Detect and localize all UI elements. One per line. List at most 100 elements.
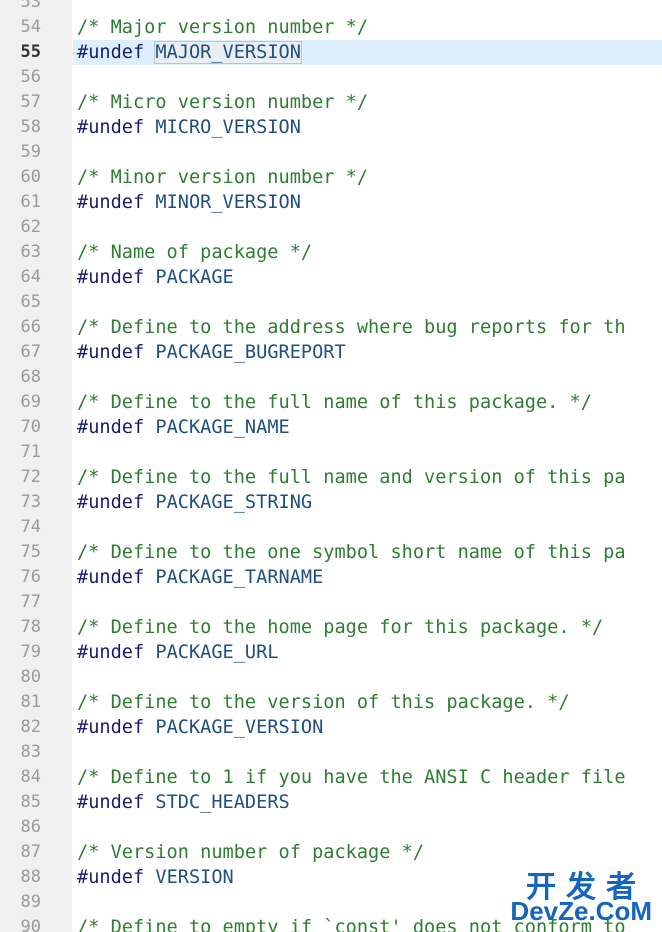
code-line-content[interactable]: #undef PACKAGE_STRING	[73, 490, 662, 515]
code-line[interactable]: 83	[0, 740, 662, 765]
code-line[interactable]: 69/* Define to the full name of this pac…	[0, 390, 662, 415]
code-line-content[interactable]: #undef MINOR_VERSION	[73, 190, 662, 215]
code-line-content[interactable]: /* Define to the address where bug repor…	[73, 315, 662, 340]
code-line[interactable]: 76#undef PACKAGE_TARNAME	[0, 565, 662, 590]
code-text: #undef PACKAGE_TARNAME	[77, 565, 323, 590]
code-line-content[interactable]: /* Define to the version of this package…	[73, 690, 662, 715]
code-line-content[interactable]: /* Define to empty if `const' does not c…	[73, 915, 662, 932]
code-line-content[interactable]	[73, 440, 662, 465]
code-line[interactable]: 88#undef VERSION	[0, 865, 662, 890]
code-line-content[interactable]	[73, 215, 662, 240]
code-text: #undef PACKAGE_NAME	[77, 415, 290, 440]
code-comment: /* Name of package */	[77, 242, 313, 263]
code-line[interactable]: 70#undef PACKAGE_NAME	[0, 415, 662, 440]
line-number: 90	[20, 917, 41, 932]
line-number: 79	[20, 642, 41, 662]
code-line-content[interactable]	[73, 140, 662, 165]
code-line[interactable]: 85#undef STDC_HEADERS	[0, 790, 662, 815]
code-line[interactable]: 87/* Version number of package */	[0, 840, 662, 865]
code-line[interactable]: 66/* Define to the address where bug rep…	[0, 315, 662, 340]
code-line-content[interactable]: #undef PACKAGE	[73, 265, 662, 290]
line-number: 67	[20, 342, 41, 362]
macro-identifier: MICRO_VERSION	[155, 117, 301, 138]
code-comment: /* Define to the address where bug repor…	[77, 317, 626, 338]
code-line-content[interactable]	[73, 290, 662, 315]
code-line[interactable]: 89	[0, 890, 662, 915]
code-line[interactable]: 73#undef PACKAGE_STRING	[0, 490, 662, 515]
code-line-content[interactable]: #undef MICRO_VERSION	[73, 115, 662, 140]
code-line[interactable]: 77	[0, 590, 662, 615]
code-text: /* Major version number */	[77, 15, 368, 40]
macro-identifier: PACKAGE_TARNAME	[155, 567, 324, 588]
selected-identifier: MAJOR_VERSION	[154, 41, 302, 64]
code-line[interactable]: 59	[0, 140, 662, 165]
code-line[interactable]: 79 #undef PACKAGE_URL	[0, 640, 662, 665]
code-line-content[interactable]	[73, 365, 662, 390]
code-line[interactable]: 86	[0, 815, 662, 840]
line-number: 80	[20, 667, 41, 687]
code-line[interactable]: 53	[0, 0, 662, 15]
code-line-content[interactable]: /* Micro version number */	[73, 90, 662, 115]
code-line[interactable]: 60/* Minor version number */	[0, 165, 662, 190]
code-line[interactable]: 84/* Define to 1 if you have the ANSI C …	[0, 765, 662, 790]
code-line[interactable]: 56	[0, 65, 662, 90]
code-line[interactable]: 80	[0, 665, 662, 690]
code-line-content[interactable]	[73, 740, 662, 765]
line-number-gutter	[0, 0, 72, 932]
code-line[interactable]: 82#undef PACKAGE_VERSION	[0, 715, 662, 740]
code-line-content[interactable]: /* Major version number */	[73, 15, 662, 40]
code-line[interactable]: 72/* Define to the full name and version…	[0, 465, 662, 490]
code-line[interactable]: 55#undef MAJOR_VERSION	[0, 40, 662, 65]
code-text: /* Define to the full name and version o…	[77, 465, 626, 490]
preprocessor-directive: #undef	[77, 117, 145, 138]
code-comment: /* Define to the one symbol short name o…	[77, 542, 626, 563]
code-text: #undef PACKAGE_VERSION	[77, 715, 323, 740]
code-line[interactable]: 81/* Define to the version of this packa…	[0, 690, 662, 715]
code-line-content[interactable]: #undef VERSION	[73, 865, 662, 890]
code-line-content[interactable]: /* Version number of package */	[73, 840, 662, 865]
code-line-content[interactable]: /* Define to the full name and version o…	[73, 465, 662, 490]
code-line[interactable]: 63/* Name of package */	[0, 240, 662, 265]
code-line[interactable]: 90 /* Define to empty if `const' does not…	[0, 915, 662, 932]
code-line[interactable]: 64#undef PACKAGE	[0, 265, 662, 290]
line-number: 86	[20, 817, 41, 837]
line-number: 71	[20, 442, 41, 462]
code-line[interactable]: 71	[0, 440, 662, 465]
code-line-content[interactable]: #undef PACKAGE_TARNAME	[73, 565, 662, 590]
code-line[interactable]: 62	[0, 215, 662, 240]
code-line-content[interactable]	[73, 515, 662, 540]
code-text: #undef MINOR_VERSION	[77, 190, 301, 215]
code-line[interactable]: 61#undef MINOR_VERSION	[0, 190, 662, 215]
code-line[interactable]: 58#undef MICRO_VERSION	[0, 115, 662, 140]
code-line-content[interactable]: #undef PACKAGE_NAME	[73, 415, 662, 440]
macro-identifier: PACKAGE_VERSION	[155, 717, 324, 738]
code-line-content[interactable]: #undef PACKAGE_BUGREPORT	[73, 340, 662, 365]
code-line-content[interactable]	[73, 815, 662, 840]
code-line[interactable]: 74	[0, 515, 662, 540]
watermark-english-text: DevZe.CoM	[510, 896, 652, 926]
code-line-content[interactable]: /* Name of package */	[73, 240, 662, 265]
code-line-content[interactable]	[73, 590, 662, 615]
code-line[interactable]: 75/* Define to the one symbol short name…	[0, 540, 662, 565]
code-text: #undef MICRO_VERSION	[77, 115, 301, 140]
code-line-content[interactable]: /* Define to the home page for this pack…	[73, 615, 662, 640]
code-line-content[interactable]: /* Define to the full name of this packa…	[73, 390, 662, 415]
code-line-content[interactable]: #undef PACKAGE_VERSION	[73, 715, 662, 740]
code-line-content[interactable]: #undef MAJOR_VERSION	[73, 40, 662, 65]
code-line-content[interactable]: #undef PACKAGE_URL	[73, 640, 662, 665]
code-line-content[interactable]: /* Define to 1 if you have the ANSI C he…	[73, 765, 662, 790]
code-line-content[interactable]	[73, 65, 662, 90]
code-line[interactable]: 67 #undef PACKAGE_BUGREPORT	[0, 340, 662, 365]
code-line-content[interactable]	[73, 665, 662, 690]
code-line-content[interactable]: #undef STDC_HEADERS	[73, 790, 662, 815]
code-line-content[interactable]	[73, 0, 662, 15]
macro-identifier: PACKAGE_STRING	[155, 492, 313, 513]
code-line[interactable]: 57/* Micro version number */	[0, 90, 662, 115]
code-line[interactable]: 78/* Define to the home page for this pa…	[0, 615, 662, 640]
code-line[interactable]: 54/* Major version number */	[0, 15, 662, 40]
code-line-content[interactable]: /* Define to the one symbol short name o…	[73, 540, 662, 565]
code-line-content[interactable]: /* Minor version number */	[73, 165, 662, 190]
code-line[interactable]: 65	[0, 290, 662, 315]
code-line[interactable]: 68	[0, 365, 662, 390]
